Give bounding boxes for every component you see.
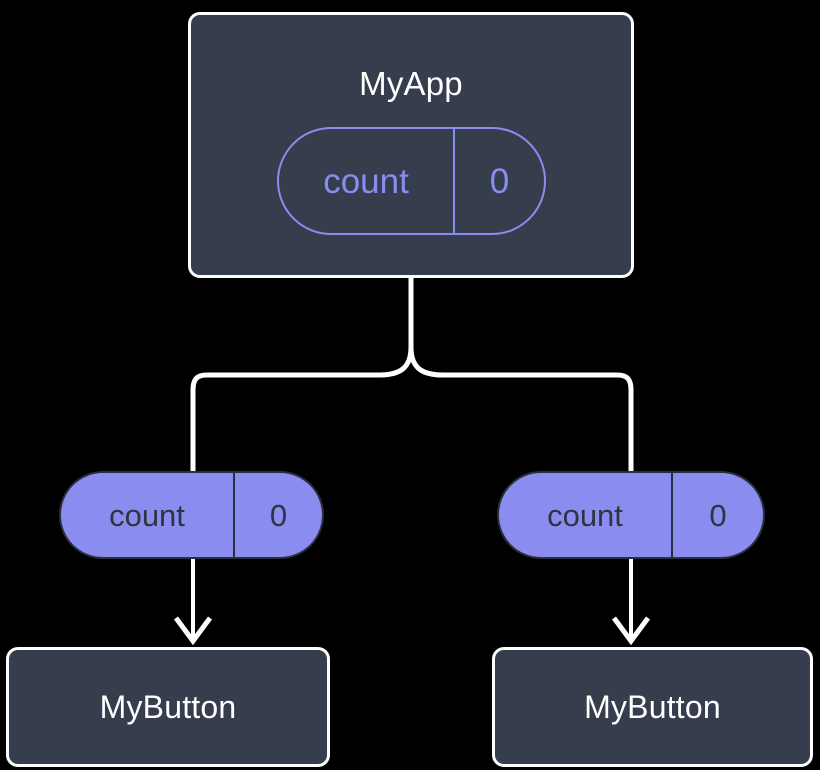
component-node-mybutton-right[interactable]: MyButton [492,647,813,767]
state-pill-left-count[interactable]: count 0 [59,471,324,559]
component-title-mybutton: MyButton [584,689,721,725]
component-title-myapp: MyApp [359,65,463,102]
state-pill-value: 0 [709,497,727,533]
state-pill-key: count [499,473,673,557]
connector-fork-left [190,346,414,472]
state-pill-right-count[interactable]: count 0 [497,471,765,559]
state-pill-key: count [61,473,235,557]
component-node-mybutton-left[interactable]: MyButton [6,647,330,767]
state-pill-myapp-count[interactable]: count 0 [277,127,546,235]
component-title-mybutton: MyButton [99,689,237,725]
state-pill-key: count [279,129,455,233]
state-pill-value: 0 [269,497,288,533]
connector-fork-right [408,346,634,472]
arrow-right-head-icon [611,616,651,646]
state-pill-value: 0 [489,161,510,201]
arrow-left-head-icon [173,616,213,646]
